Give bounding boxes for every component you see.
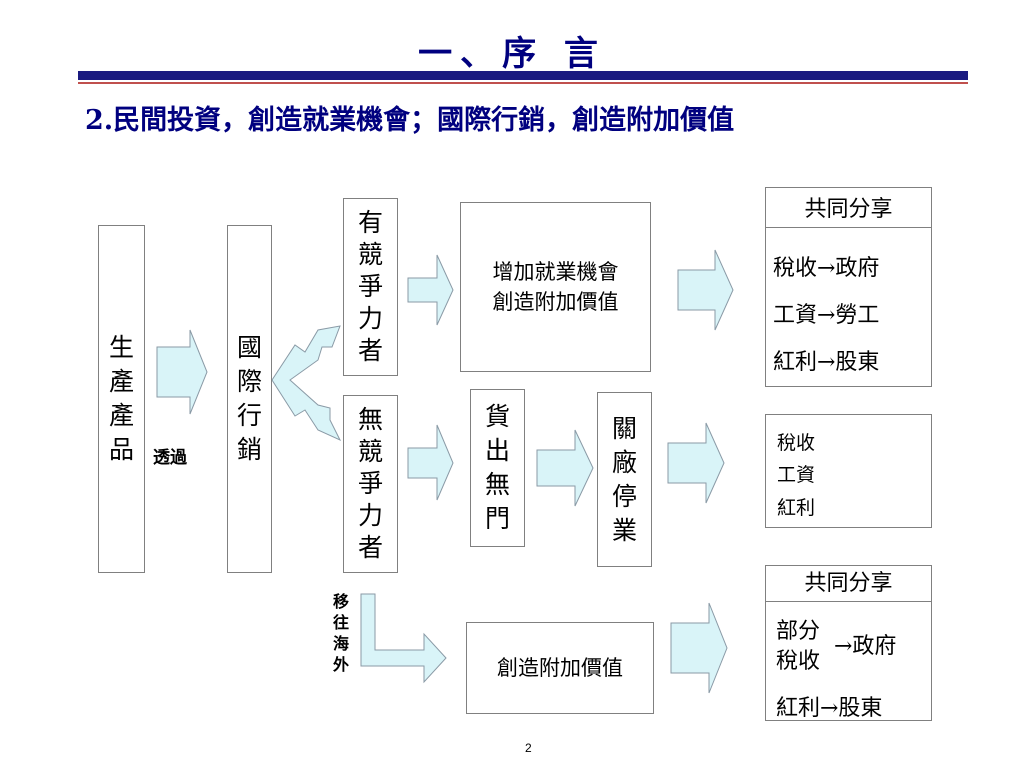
noncompetitive-char: 爭	[357, 469, 383, 498]
overseas-share-tax-part1: 部分	[776, 619, 821, 644]
competitive-char: 力	[357, 304, 383, 333]
marketing-char: 行	[236, 401, 262, 430]
unsold-box	[470, 389, 525, 547]
noncompetitive-char: 競	[357, 437, 383, 466]
jobs-result-line: 創造附加價值	[492, 290, 619, 314]
produce-char: 產	[108, 401, 134, 430]
competitive-char: 者	[357, 336, 383, 365]
zero-item-tax: 稅收	[777, 432, 816, 454]
arrow-noncompetitive-to-unsold	[407, 424, 454, 501]
closed-char: 關	[611, 413, 637, 443]
overseas-char: 往	[332, 613, 349, 632]
page-number: 2	[525, 741, 532, 755]
via-label: 透過	[153, 448, 187, 468]
unsold-text: 貨 出 無 門	[470, 389, 525, 547]
arrow-overseas-to-share	[670, 602, 728, 694]
title-rule-thin	[78, 82, 968, 84]
jobs-result-box	[460, 202, 651, 372]
closed-char: 停	[611, 481, 637, 511]
marketing-text: 國 際 行 銷	[227, 225, 272, 573]
noncompetitive-char: 無	[357, 405, 383, 434]
jobs-result-text: 增加就業機會 創造附加價值	[460, 202, 651, 372]
produce-text: 生 產 產 品	[98, 225, 145, 573]
share-box-competitive	[765, 187, 932, 387]
closed-char: 業	[611, 515, 637, 545]
unsold-char: 無	[484, 470, 510, 499]
unsold-char: 貨	[484, 402, 510, 431]
overseas-label: 移 往 海 外	[330, 590, 352, 676]
zero-result-box	[765, 414, 932, 528]
marketing-char: 國	[236, 333, 262, 362]
competitive-char: 有	[357, 208, 383, 237]
page-subtitle: 2.民間投資，創造就業機會；國際行銷，創造附加價值	[85, 105, 735, 136]
title-rule-thick	[78, 71, 968, 80]
fork-arrow-icon	[271, 325, 342, 442]
overseas-share-dividend: 紅利→股東	[776, 696, 883, 721]
arrow-competitive-to-jobs	[407, 254, 454, 326]
marketing-box	[227, 225, 272, 573]
competitive-char: 爭	[357, 272, 383, 301]
closed-box	[597, 392, 652, 567]
arrow-unsold-to-closed	[536, 429, 594, 507]
produce-char: 品	[108, 435, 134, 464]
overseas-share-tax-part2: 稅收	[776, 649, 821, 674]
arrow-jobs-to-share	[677, 249, 734, 331]
overseas-result-box	[466, 622, 654, 714]
share-line-wages: 工資→勞工	[773, 303, 880, 328]
closed-char: 廠	[611, 447, 637, 477]
competitive-text: 有 競 爭 力 者	[343, 198, 398, 376]
competitive-char: 競	[357, 240, 383, 269]
noncompetitive-box	[343, 395, 398, 573]
marketing-char: 際	[236, 367, 262, 396]
overseas-char: 海	[332, 634, 349, 653]
arrow-produce-to-marketing	[156, 329, 208, 415]
produce-box	[98, 225, 145, 573]
unsold-char: 門	[484, 504, 510, 533]
share-line-tax: 稅收→政府	[773, 256, 880, 281]
zero-item-dividend: 紅利	[777, 497, 816, 519]
closed-text: 關 廠 停 業	[597, 392, 652, 567]
share-header: 共同分享	[765, 193, 932, 228]
share-line-dividend: 紅利→股東	[773, 350, 880, 375]
page-title: 一、序 言	[418, 34, 606, 74]
noncompetitive-text: 無 競 爭 力 者	[343, 395, 398, 573]
competitive-box	[343, 198, 398, 376]
jobs-result-line: 增加就業機會	[492, 260, 619, 284]
noncompetitive-char: 力	[357, 501, 383, 530]
overseas-char: 移	[332, 592, 349, 611]
share-box-overseas	[765, 565, 932, 721]
arrow-closed-to-zero	[667, 422, 725, 504]
overseas-char: 外	[332, 655, 349, 674]
marketing-char: 銷	[236, 435, 262, 464]
zero-item-wages: 工資	[777, 464, 816, 486]
overseas-result-text: 創造附加價值	[497, 656, 623, 680]
arrow-overseas-bent	[360, 593, 447, 684]
overseas-share-tax-target: →政府	[834, 634, 897, 659]
unsold-char: 出	[484, 436, 510, 465]
noncompetitive-char: 者	[357, 533, 383, 562]
overseas-share-header: 共同分享	[765, 567, 932, 602]
produce-char: 產	[108, 367, 134, 396]
produce-char: 生	[108, 333, 134, 362]
